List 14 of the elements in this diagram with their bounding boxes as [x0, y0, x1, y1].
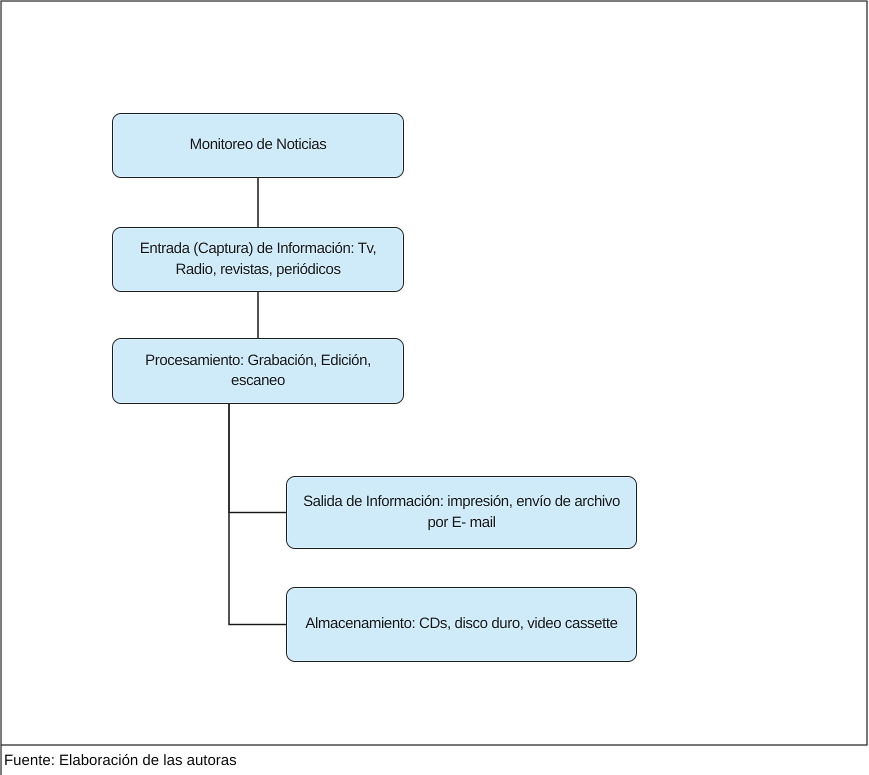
caption: Fuente: Elaboración de las autoras	[4, 752, 237, 769]
box-text: Salida de Información: impresión, envío de archivo por E- mail	[302, 492, 621, 532]
process-box	[112, 338, 404, 404]
box-text: Procesamiento: Grabación, Edición, escaneo	[144, 350, 372, 391]
connector-line	[257, 178, 259, 227]
box-text: Almacenamiento: CDs, disco duro, video cassette	[305, 614, 618, 634]
process-box	[286, 587, 637, 662]
process-box	[112, 113, 404, 178]
box-text: Entrada (Captura) de Información: Tv, Radio, revistas, periódicos	[138, 239, 378, 280]
box-text: Monitoreo de Noticias	[190, 135, 326, 156]
process-box	[286, 476, 637, 549]
connector-line	[228, 404, 286, 626]
connector-line	[257, 292, 259, 338]
process-box	[112, 227, 404, 292]
